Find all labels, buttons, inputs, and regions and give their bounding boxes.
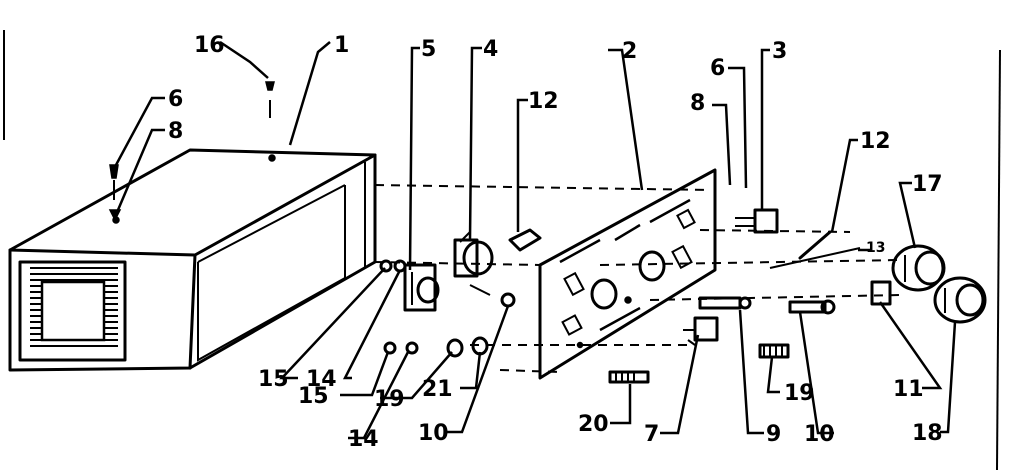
callout-21: 21	[422, 377, 453, 402]
washer-lower	[405, 341, 419, 355]
callout-11: 11	[893, 377, 924, 402]
callout-4: 4	[483, 37, 498, 62]
alignment-line	[649, 294, 901, 301]
switch	[403, 263, 440, 312]
connector	[698, 296, 752, 310]
nut	[379, 259, 393, 273]
alignment-line	[374, 261, 541, 266]
callout-16: 16	[194, 33, 225, 58]
callout-8: 8	[690, 91, 705, 116]
callout-8-left: 8	[168, 119, 183, 144]
control-panel	[538, 168, 717, 380]
callout-15-lower: 15	[298, 384, 329, 409]
relay	[683, 316, 719, 346]
leader-lines	[114, 40, 957, 440]
callout-10: 10	[418, 421, 449, 446]
callout-6: 6	[710, 56, 725, 81]
nut-lower	[383, 341, 397, 355]
bushing-right	[758, 343, 790, 359]
callout-12: 12	[528, 89, 559, 114]
bracket	[508, 228, 542, 252]
callout-14-lower: 14	[348, 427, 379, 452]
callout-14: 14	[306, 367, 337, 392]
callout-20: 20	[578, 412, 609, 437]
callout-17: 17	[912, 172, 943, 197]
spacer	[500, 292, 516, 308]
bracket-right	[735, 208, 779, 234]
callout-15: 15	[258, 367, 289, 392]
bushing	[446, 338, 464, 358]
callout-1: 1	[334, 33, 349, 58]
callout-9: 9	[766, 422, 781, 447]
wire	[769, 247, 861, 269]
knob-lower	[933, 276, 987, 324]
front-grille	[30, 267, 118, 347]
callout-5: 5	[421, 37, 436, 62]
callout-19-right: 19	[784, 381, 815, 406]
callout-18: 18	[912, 421, 943, 446]
callout-10-right: 10	[804, 422, 835, 447]
washer	[393, 259, 407, 273]
alignment-line	[374, 184, 711, 191]
callout-13: 13	[866, 240, 885, 256]
bolt	[608, 370, 650, 384]
thermostat	[453, 231, 494, 296]
callout-3: 3	[772, 39, 787, 64]
screw-left	[109, 164, 119, 200]
knob	[891, 244, 946, 292]
spring-right	[798, 230, 832, 260]
callout-19: 19	[374, 387, 405, 412]
callout-6-left: 6	[168, 87, 183, 112]
clip	[870, 280, 892, 306]
callout-labels: 16 1 5 4 12 2 8 6 3 12 17 13 6 8 15 14 1…	[168, 33, 943, 452]
spacer-right	[788, 299, 836, 315]
washer-left	[108, 209, 122, 222]
screw-top	[265, 81, 275, 118]
callout-2: 2	[622, 39, 637, 64]
right-margin-mark	[996, 49, 1001, 471]
alignment-line	[599, 259, 901, 266]
callout-12-right: 12	[860, 129, 891, 154]
callout-7: 7	[644, 422, 659, 447]
